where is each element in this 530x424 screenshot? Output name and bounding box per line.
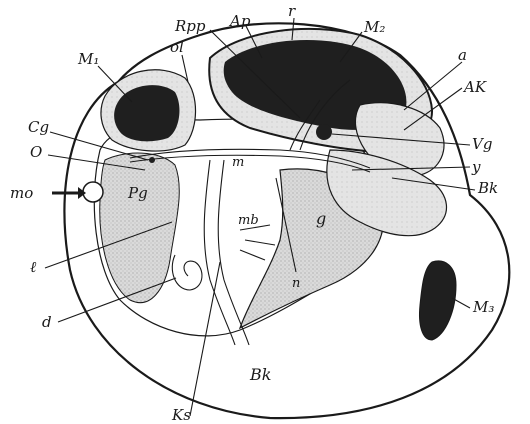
label-Cg: Cg <box>28 118 49 136</box>
label-m: m <box>232 155 244 170</box>
label-AK: AK <box>462 78 487 96</box>
eye-mo <box>83 182 103 202</box>
label-Bk-bottom: Bk <box>249 365 271 384</box>
label-Ks: Ks <box>171 406 191 424</box>
label-Pg: Pg <box>127 184 148 202</box>
label-mo: mo <box>10 184 33 202</box>
label-l: ℓ <box>30 258 36 276</box>
ganglion-Cg <box>149 157 155 163</box>
label-r: r <box>288 2 296 20</box>
label-O: O <box>30 143 42 161</box>
label-a: a <box>458 46 467 64</box>
label-ol: ol <box>170 38 184 56</box>
muscle-M3 <box>420 261 457 340</box>
label-g: g <box>316 209 326 228</box>
label-y: y <box>471 158 481 176</box>
label-M1: M₁ <box>77 50 99 68</box>
label-n: n <box>292 276 300 291</box>
label-Rpp: Rpp <box>174 17 206 35</box>
label-mb: mb <box>238 213 259 228</box>
label-Bk-right: Bk <box>477 179 498 197</box>
label-Ap: Ap <box>228 12 251 30</box>
label-Vg: Vg <box>472 135 492 153</box>
label-d: d <box>42 313 52 331</box>
label-M2: M₂ <box>363 18 385 36</box>
ganglion-Vg <box>316 124 332 140</box>
label-M3: M₃ <box>472 298 494 316</box>
